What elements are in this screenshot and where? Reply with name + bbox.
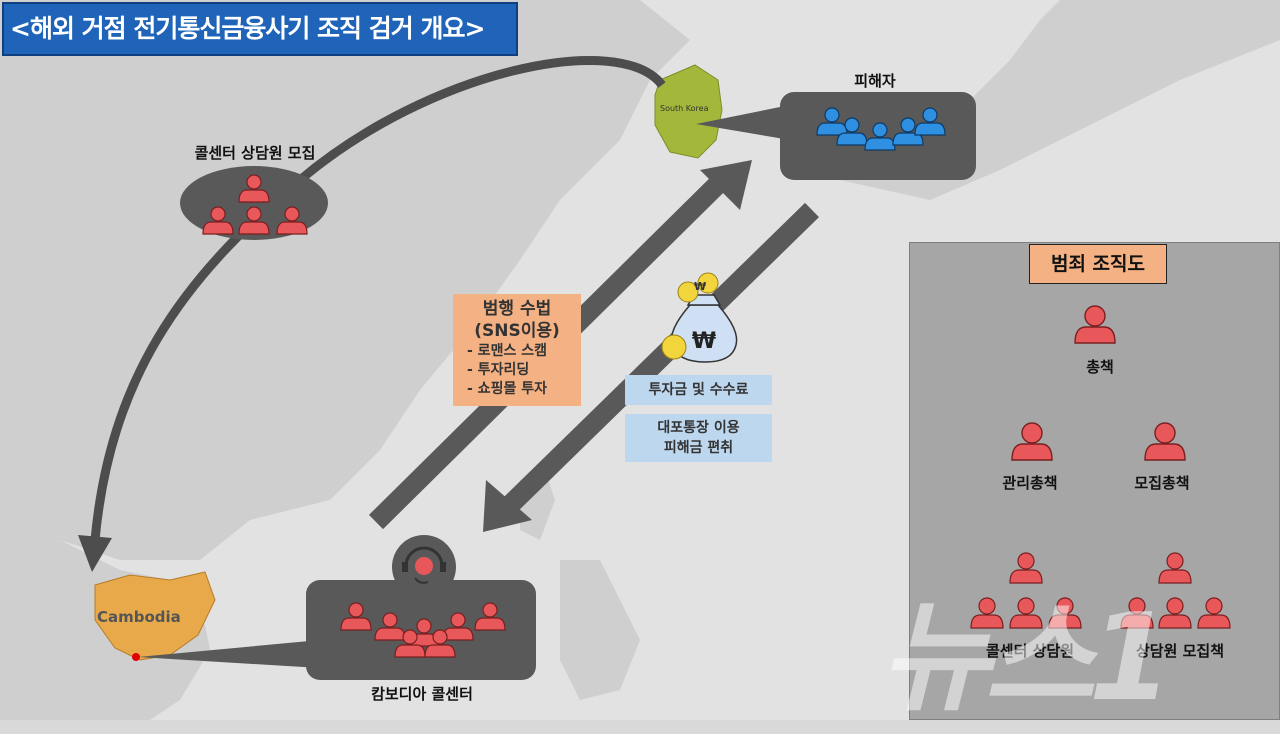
account-line2: 피해금 편취 [663,440,734,456]
cambodia-shape [94,571,216,661]
cambodia-location-dot [132,653,140,661]
account-box: 대포통장 이용 피해금 편취 [625,414,772,462]
south-korea-label: South Korea [660,104,709,113]
callcenter-label: 캄보디아 콜센터 [371,685,473,703]
south-korea-shape [654,64,723,159]
victims-label: 피해자 [854,72,896,90]
coin-won-symbol: ₩ [694,280,707,293]
fees-box: 투자금 및 수수료 [625,375,772,405]
method-subtitle: (SNS이용) [474,321,560,341]
money-arrow-down [503,202,819,513]
account-line1: 대포통장 이용 [657,420,740,436]
org-boss-label: 총책 [1086,358,1114,376]
method-item: - 로맨스 스캠 [467,343,547,359]
org-manager-label: 관리총책 [1002,474,1058,492]
philippines-landmass [560,560,640,700]
news1-watermark: 뉴스1 [880,589,1172,728]
cambodia-label: Cambodia [97,608,181,626]
org-agents-label: 콜센터 상담원 [985,642,1075,660]
money-bag-icon: ₩ [661,272,738,363]
china-landmass [0,0,690,560]
svg-text:₩: ₩ [692,329,716,354]
org-recruiter-label: 모집총책 [1134,474,1190,492]
method-title: 범행 수법 [482,299,552,319]
page-title: <해외 거점 전기통신금융사기 조직 검거 개요> [2,2,518,56]
org-chart-title: 범죄 조직도 [1029,244,1167,284]
org-recruit-agents-label: 상담원 모집책 [1135,642,1225,660]
recruit-label: 콜센터 상담원 모집 [194,144,316,162]
method-item: - 투자리딩 [467,362,530,378]
method-item: - 쇼핑몰 투자 [467,381,547,397]
method-box: 범행 수법 (SNS이용) - 로맨스 스캠 - 투자리딩 - 쇼핑몰 투자 [453,294,581,406]
